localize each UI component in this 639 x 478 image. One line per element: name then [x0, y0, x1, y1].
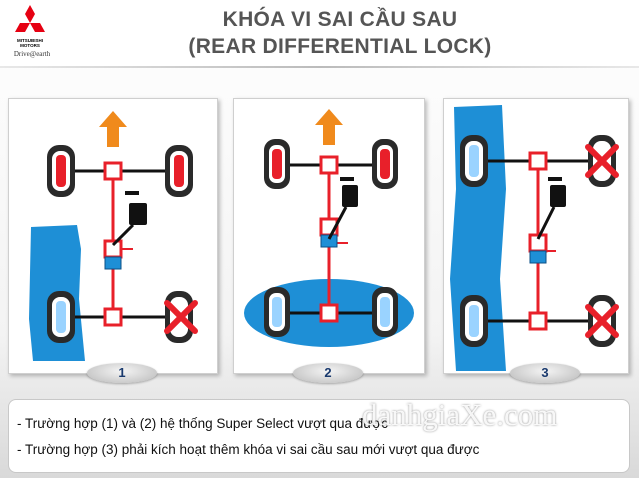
scenario-3-diagram: [450, 105, 619, 371]
wheel-rear-right: [372, 287, 398, 337]
scenario-number-3: 3: [510, 363, 580, 383]
differential-nodes: [319, 155, 339, 323]
brake-pedal-icon: [327, 177, 358, 240]
transfer-box: [320, 234, 338, 248]
brake-pedal-icon: [111, 191, 147, 247]
scenario-number-1: 1: [87, 363, 157, 383]
differential-nodes: [528, 151, 548, 331]
blocked-x-icon-rear: [585, 304, 619, 338]
title-vietnamese: KHÓA VI SAI CẦU SAU: [222, 8, 458, 31]
blocked-x-icon-front: [585, 144, 619, 178]
blocked-x-icon: [164, 300, 198, 334]
scenario-number-2: 2: [293, 363, 363, 383]
note-line-1: - Trường hợp (1) và (2) hệ thống Super S…: [17, 416, 388, 431]
wheel-rear-left: [264, 287, 290, 337]
wheel-rear-left: [47, 291, 75, 343]
tagline: Drive@earth: [13, 50, 51, 58]
page-title: KHÓA VI SAI CẦU SAU (REAR DIFFERENTIAL L…: [110, 6, 570, 60]
mitsubishi-logo: MITSUBISHI MOTORS Drive@earth: [8, 4, 52, 64]
wheel-front-left: [460, 135, 488, 187]
brand-text: MITSUBISHI MOTORS: [16, 38, 43, 48]
header-divider: [0, 66, 639, 68]
three-diamonds-icon: [15, 5, 45, 32]
transfer-box: [104, 256, 122, 270]
note-line-2: - Trường hợp (3) phải kích hoạt thêm khó…: [17, 442, 480, 457]
direction-arrow-icon: [315, 109, 343, 145]
scenario-1-diagram: [29, 111, 198, 361]
title-english: (REAR DIFFERENTIAL LOCK): [188, 35, 492, 58]
brake-pedal-icon: [536, 177, 566, 240]
wheel-front-left: [264, 139, 290, 189]
scenario-panel-3: [443, 98, 629, 374]
watermark: danhgiaXe.com: [362, 397, 558, 432]
differential-nodes: [103, 161, 123, 327]
transfer-box: [529, 250, 547, 264]
scenario-panel-2: [233, 98, 425, 374]
header: [0, 0, 639, 66]
scenario-2-diagram: [244, 109, 414, 347]
scenario-panel-1: [8, 98, 218, 374]
wheel-rear-left: [460, 295, 488, 347]
wheel-front-right: [165, 145, 193, 197]
direction-arrow-icon: [99, 111, 127, 147]
wheel-front-left: [47, 145, 75, 197]
wheel-front-right: [372, 139, 398, 189]
notes-box: - Trường hợp (1) và (2) hệ thống Super S…: [8, 399, 630, 473]
